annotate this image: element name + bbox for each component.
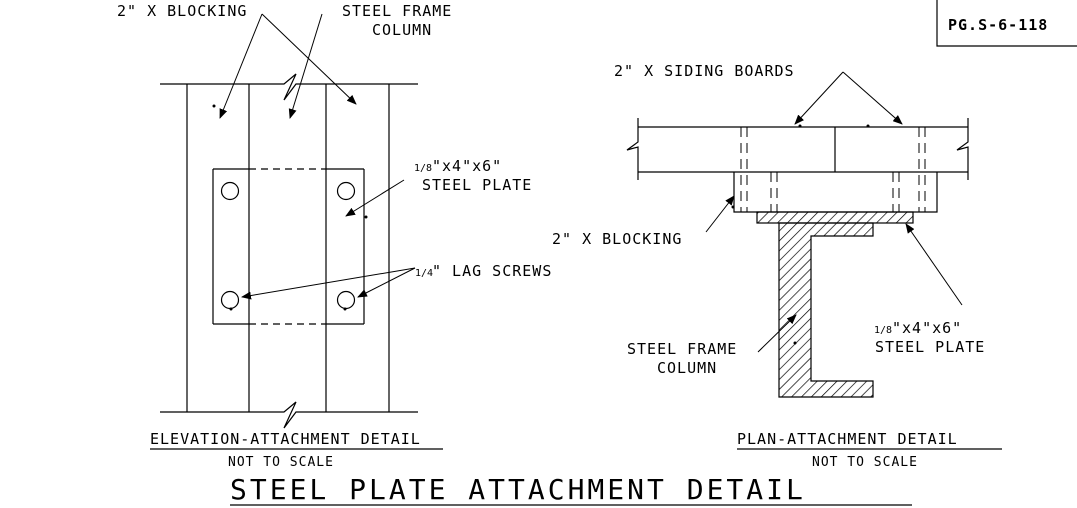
elevation-plate-fraction: 1/8 (414, 163, 432, 174)
lag-screw-hole (220, 290, 240, 310)
plan-plate-name: STEEL PLATE (875, 338, 985, 356)
elevation-lag-fraction: 1/4 (415, 268, 433, 279)
plan-column-callout-line2: COLUMN (657, 359, 717, 377)
elevation-plate-dims: "x4"x6" (432, 157, 502, 175)
plan-detail: 2" X SIDING BOARDS 2" X BLOCKING STEEL F… (552, 62, 1002, 470)
elevation-blocking-callout: 2" X BLOCKING (117, 2, 247, 20)
sheet-id-box: PG.S-6-118 (936, 0, 1077, 47)
elevation-plate-name: STEEL PLATE (422, 176, 532, 194)
lag-screw-hole (336, 290, 356, 310)
lag-screw-hole (336, 181, 356, 201)
plan-blocking-callout: 2" X BLOCKING (552, 230, 682, 248)
plan-plate-dims: "x4"x6" (892, 319, 962, 337)
elevation-column-callout-line2: COLUMN (372, 21, 432, 39)
plan-caption: PLAN-ATTACHMENT DETAIL (737, 430, 958, 448)
elevation-column-callout-line1: STEEL FRAME (342, 2, 452, 20)
main-title: STEEL PLATE ATTACHMENT DETAIL (230, 473, 806, 506)
elevation-lag-label: " LAG SCREWS (432, 262, 552, 280)
plan-scale-note: NOT TO SCALE (812, 455, 918, 470)
sheet-id: PG.S-6-118 (948, 16, 1048, 34)
plan-siding-callout: 2" X SIDING BOARDS (614, 62, 795, 80)
elevation-detail: 2" X BLOCKING STEEL FRAME COLUMN 1/8 "x4… (117, 2, 552, 470)
plan-column-callout-line1: STEEL FRAME (627, 340, 737, 358)
plan-plate-fraction: 1/8 (874, 325, 892, 336)
lag-screw-hole (220, 181, 240, 201)
elevation-caption: ELEVATION-ATTACHMENT DETAIL (150, 430, 421, 448)
elevation-scale-note: NOT TO SCALE (228, 455, 334, 470)
